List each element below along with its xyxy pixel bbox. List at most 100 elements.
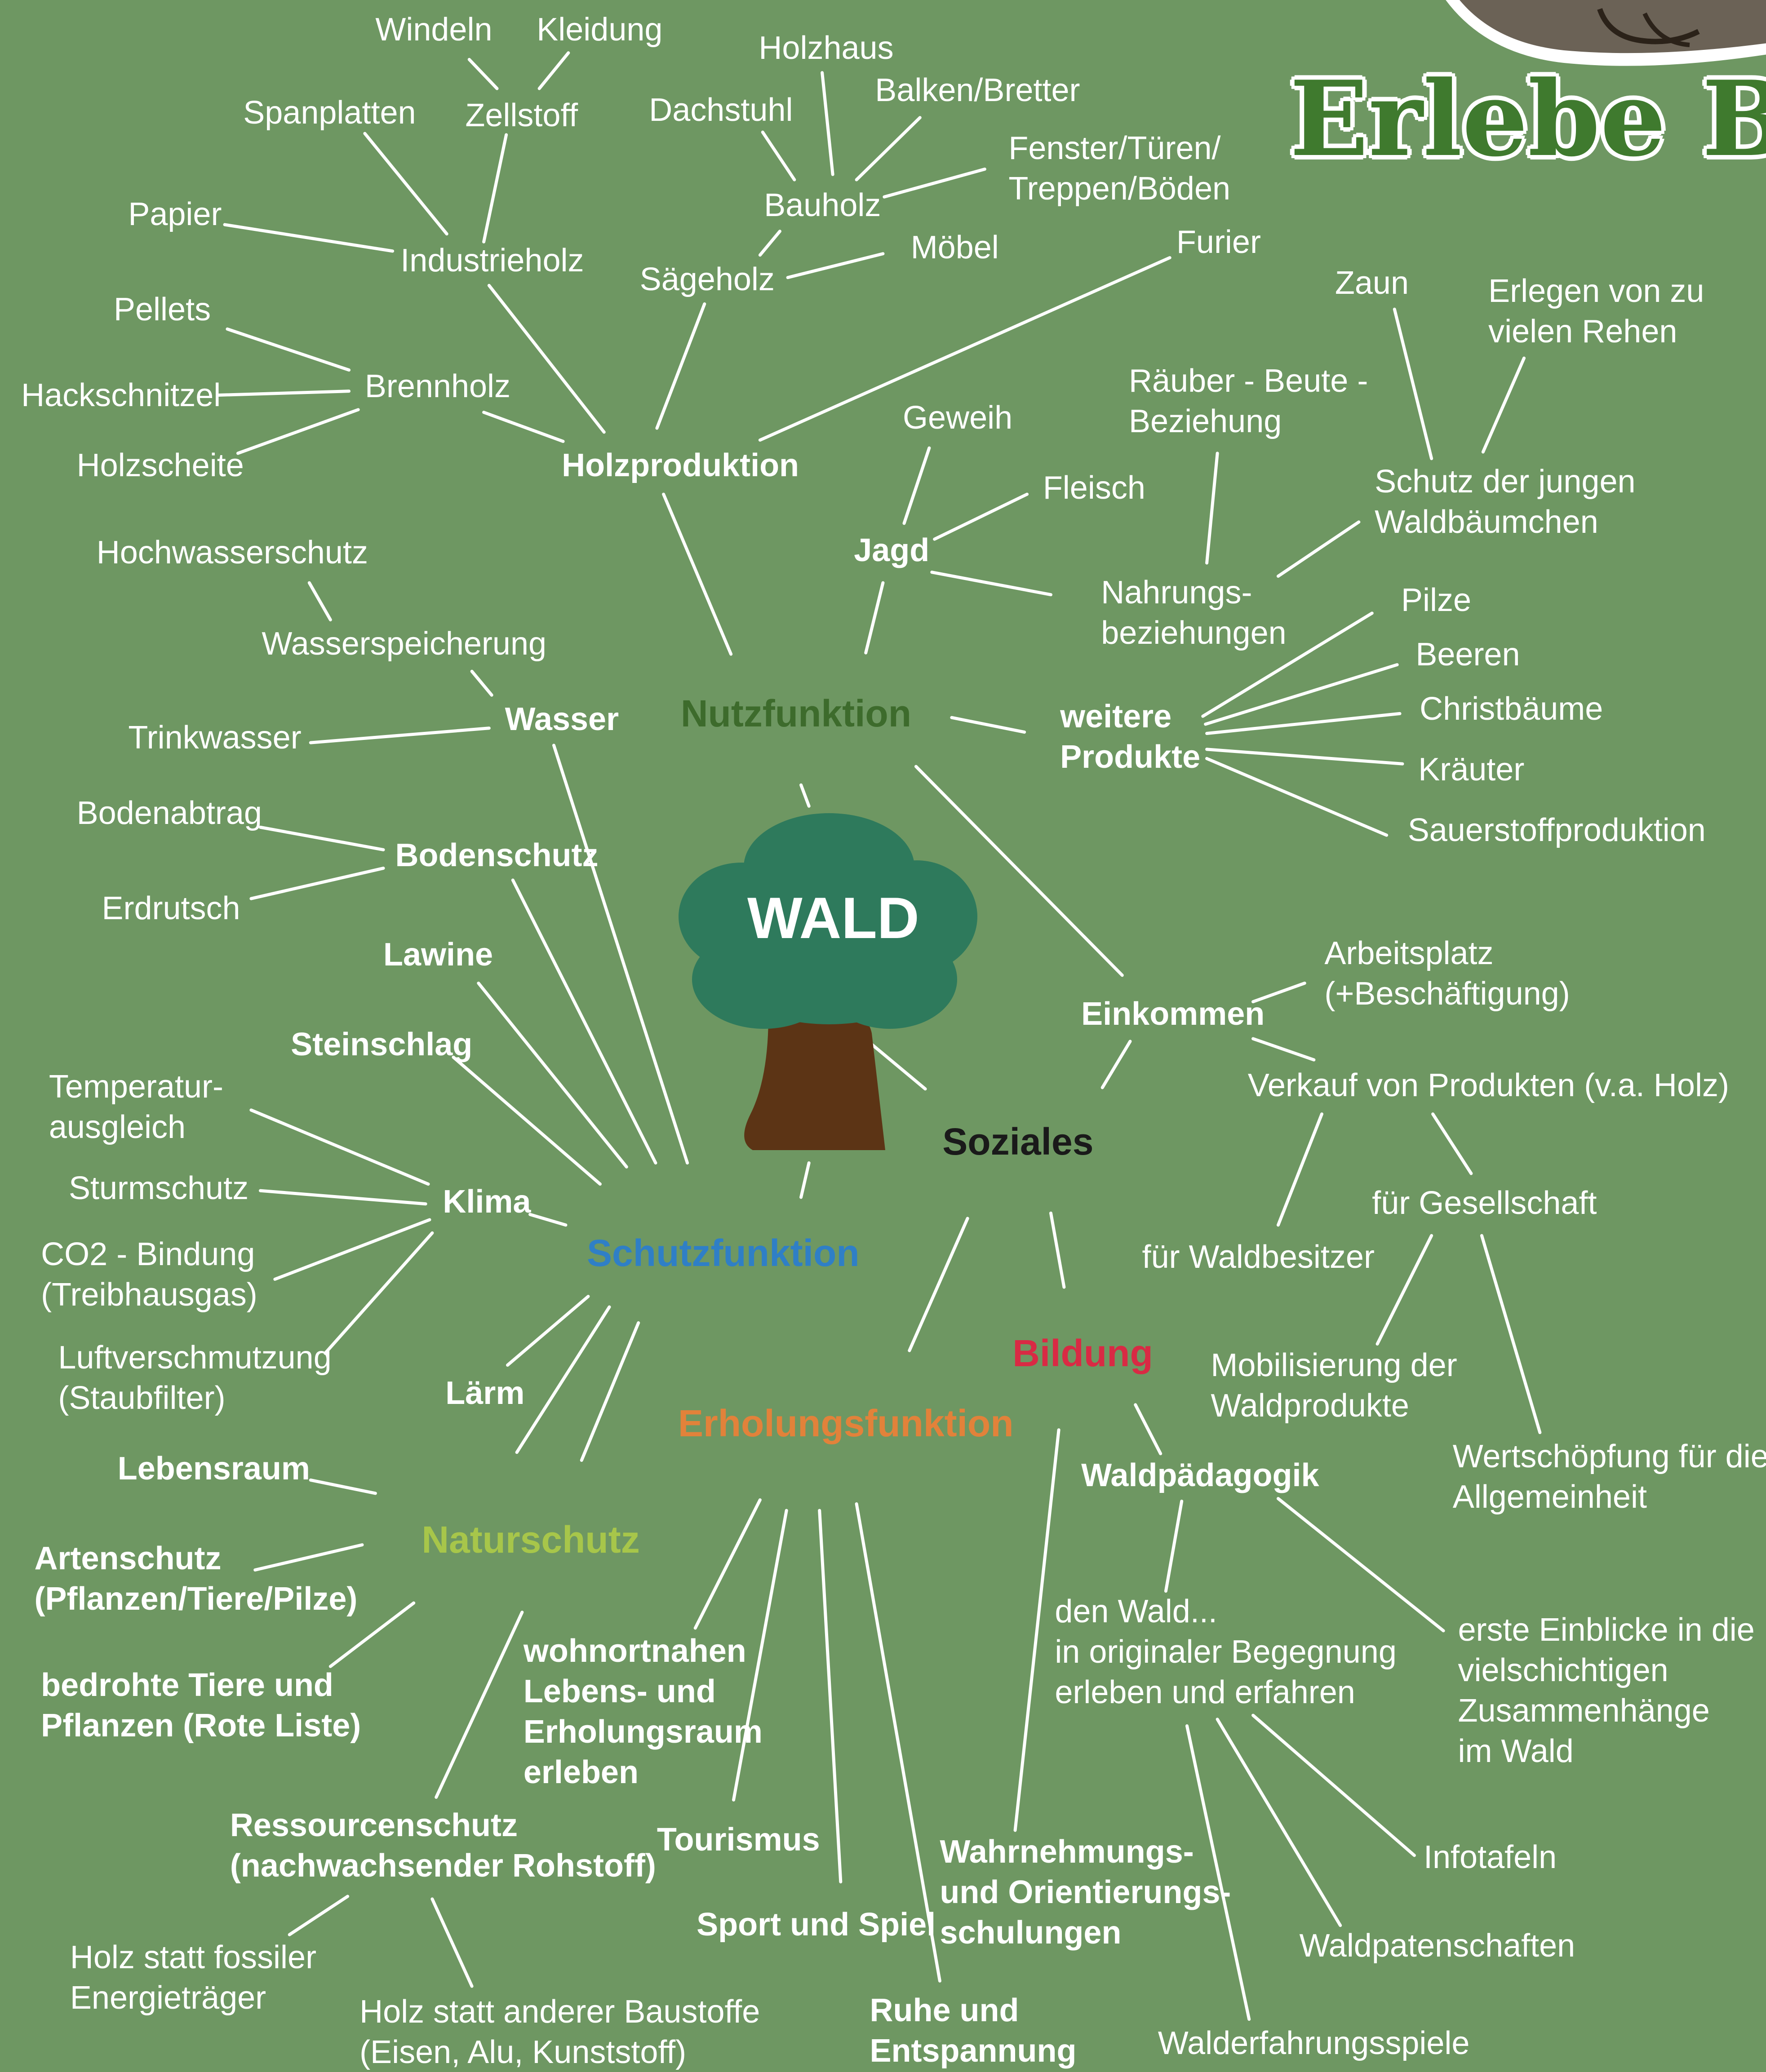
connector-line (1205, 452, 1219, 565)
connector-line (662, 492, 733, 656)
node-erlegen: Erlegen von zu vielen Rehen (1488, 273, 1704, 350)
node-wohnortnahen: wohnortnahen Lebens- und Erholungsraum e… (523, 1633, 763, 1790)
node-infotafeln: Infotafeln (1423, 1839, 1557, 1875)
category-schutzfunktion: Schutzfunktion (587, 1231, 860, 1274)
connector-line (821, 71, 834, 176)
node-bodenschutz: Bodenschutz (395, 837, 599, 874)
connector-line (1276, 520, 1361, 578)
connector-line (467, 58, 499, 90)
node-bauholz: Bauholz (764, 187, 881, 223)
node-mobilisierung: Mobilisierung der Waldprodukte (1211, 1347, 1457, 1424)
connector-line (1205, 757, 1389, 837)
node-steinschlag: Steinschlag (291, 1026, 473, 1063)
connector-line (1481, 356, 1526, 454)
connector-line (786, 252, 885, 279)
node-nahrung: Nahrungs- beziehungen (1101, 574, 1287, 651)
node-wasser: Wasser (505, 701, 619, 738)
node-industrieholz: Industrieholz (400, 243, 584, 279)
node-lebensraum: Lebensraum (117, 1450, 310, 1487)
connector-line (799, 783, 811, 808)
node-waldpaed: Waldpädagogik (1081, 1457, 1319, 1493)
node-raeuber: Räuber - Beute - Beziehung (1129, 363, 1368, 440)
connector-line (307, 581, 332, 622)
node-dachstuhl: Dachstuhl (649, 92, 793, 128)
node-windeln: Windeln (375, 11, 493, 48)
connector-line (216, 390, 351, 397)
node-einkommen: Einkommen (1081, 996, 1265, 1032)
connector-line (930, 571, 1052, 597)
node-furier: Furier (1176, 224, 1261, 261)
connector-line (435, 1611, 524, 1799)
connector-line (1185, 1724, 1251, 2021)
node-geweih: Geweih (903, 400, 1013, 436)
connector-line (506, 1295, 590, 1367)
node-ruhe: Ruhe und Entspannung (870, 1992, 1077, 2069)
connector-line (324, 1231, 434, 1355)
node-klima: Klima (443, 1183, 531, 1220)
connector-line (249, 1108, 430, 1186)
connector-line (1431, 1112, 1473, 1175)
node-sturmschutz: Sturmschutz (68, 1170, 249, 1207)
connector-line (1251, 981, 1306, 1004)
node-artenschutz: Artenschutz (Pflanzen/Tiere/Pilze) (34, 1540, 358, 1617)
category-soziales: Soziales (942, 1120, 1094, 1163)
category-nutzfunktion: Nutzfunktion (680, 692, 912, 735)
node-trinkwasser: Trinkwasser (128, 720, 302, 756)
node-temperatur: Temperatur- ausgleich (49, 1068, 223, 1145)
node-jagd: Jagd (854, 532, 930, 568)
node-fenster: Fenster/Türen/ Treppen/Böden (1008, 130, 1231, 207)
connector-line (1134, 1403, 1163, 1456)
node-fleisch: Fleisch (1043, 470, 1145, 506)
connector-line (864, 581, 885, 655)
node-luft: Luftverschmutzung (Staubfilter) (58, 1339, 332, 1416)
node-tourismus: Tourismus (657, 1822, 820, 1858)
connector-line (1164, 1500, 1184, 1593)
connector-line (732, 1509, 788, 1802)
brand-title: Erlebe Brud (1290, 58, 1766, 180)
node-holz-bau: Holz statt anderer Baustoffe (Eisen, Alu… (359, 1993, 760, 2070)
connector-line (855, 116, 922, 182)
connector-line (693, 1498, 762, 1630)
connector-line (799, 1161, 811, 1199)
node-moebel: Möbel (910, 229, 999, 266)
node-brennholz: Brennholz (364, 368, 511, 404)
tree-crown (679, 813, 977, 1029)
node-schutz-jung: Schutz der jungen Waldbäumchen (1375, 463, 1636, 540)
node-co2: CO2 - Bindung (Treibhausgas) (41, 1236, 257, 1313)
connector-line (580, 1321, 640, 1462)
node-einblicke: erste Einblicke in die vielschichtigen Z… (1458, 1612, 1755, 1769)
connector-line (950, 716, 1026, 734)
node-ressourcen: Ressourcenschutz (nachwachsender Rohstof… (230, 1807, 656, 1884)
node-patenschaften: Waldpatenschaften (1299, 1927, 1575, 1964)
connector-line (1480, 1234, 1542, 1434)
connector-line (1205, 748, 1404, 766)
connector-line (309, 726, 491, 744)
connector-line (477, 981, 628, 1169)
node-laerm: Lärm (445, 1375, 525, 1412)
connector-line (537, 51, 570, 90)
node-wahrnehmung: Wahrnehmungs- und Orientierungs- schulun… (940, 1833, 1231, 1951)
category-erholungsfunktion: Erholungsfunktion (678, 1402, 1014, 1444)
connector-line (226, 327, 351, 372)
connector-line (363, 132, 448, 236)
connector-line (818, 1509, 843, 1884)
node-kraeuter: Kräuter (1418, 751, 1525, 788)
connector-line (1013, 1428, 1060, 1832)
connector-line (430, 1897, 474, 1988)
connector-line (470, 669, 493, 697)
connector-line (1251, 1037, 1316, 1062)
node-zellstoff: Zellstoff (465, 97, 578, 133)
connector-line (1049, 1211, 1066, 1289)
connector-line (258, 825, 385, 851)
connector-line (328, 1601, 416, 1668)
connector-line (482, 133, 508, 244)
tree-icon (679, 813, 977, 1150)
node-beeren: Beeren (1415, 636, 1520, 673)
node-zaun: Zaun (1335, 265, 1409, 301)
connector-line (1201, 611, 1374, 718)
connector-line (258, 1189, 427, 1206)
connector-line (1205, 712, 1402, 735)
connector-line (1216, 1718, 1342, 1927)
